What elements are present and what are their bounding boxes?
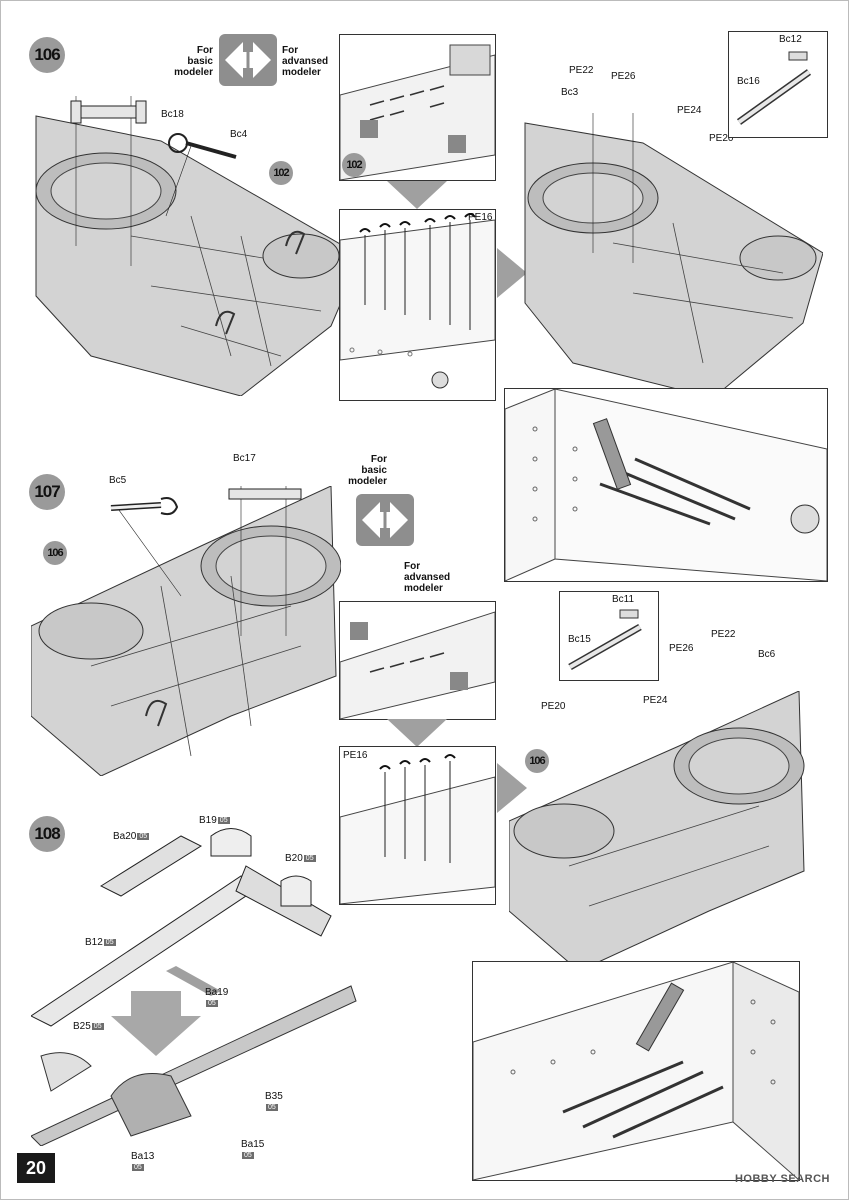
step-number-108: 108 — [29, 816, 65, 852]
label-pe22-107: PE22 — [711, 629, 736, 640]
label-pe22: PE22 — [569, 65, 594, 76]
gun-assembly-108 — [31, 828, 357, 1146]
right-arrow-icon — [497, 248, 527, 298]
interior-view-107 — [472, 961, 800, 1181]
down-arrow-icon — [387, 181, 447, 209]
hull-result-106 — [524, 113, 823, 399]
basic-modeler-label: For basic modeler — [174, 45, 213, 78]
label-bc17: Bc17 — [233, 453, 256, 464]
label-bc18: Bc18 — [161, 109, 184, 120]
down-arrow-icon-107 — [387, 719, 447, 747]
label-bc4: Bc4 — [230, 129, 248, 140]
ref-step-102b: 102 — [342, 153, 366, 177]
detail-box-107-b: PE16 — [339, 746, 496, 905]
detail-box-106-c: Bc12 Bc16 — [728, 31, 828, 138]
watermark: HOBBY SEARCH — [734, 1173, 830, 1185]
label-bc12: Bc12 — [779, 34, 802, 45]
hull-drawing-106 — [35, 96, 361, 396]
label-pe16-107: PE16 — [343, 750, 368, 761]
hull-result-107 — [509, 691, 805, 971]
part-bc18-drawing — [70, 100, 147, 124]
ref-step-106: 106 — [43, 541, 67, 565]
label-bc11: Bc11 — [612, 594, 635, 605]
step-number-107: 107 — [29, 474, 65, 510]
interior-view-106 — [504, 388, 828, 582]
page-number: 20 — [17, 1153, 55, 1183]
double-arrow-icon — [225, 40, 271, 80]
label-bc3: Bc3 — [561, 87, 579, 98]
part-bc17-drawing — [228, 488, 302, 500]
label-pe24-107: PE24 — [643, 695, 668, 706]
label-pe20: PE20 — [709, 133, 734, 144]
hull-drawing-107 — [31, 486, 341, 776]
label-pe20-107: PE20 — [541, 701, 566, 712]
label-pe26-107: PE26 — [669, 643, 694, 654]
ref-step-102: 102 — [269, 161, 293, 185]
label-bc15: Bc15 — [568, 634, 591, 645]
advanced-modeler-label: For advansed modeler — [282, 45, 329, 78]
label-bc5: Bc5 — [109, 475, 127, 486]
modeler-choice-icon-107 — [356, 494, 414, 546]
modeler-choice-icon — [219, 34, 277, 86]
label-bc16: Bc16 — [737, 76, 760, 87]
step-number-106: 106 — [29, 37, 65, 73]
detail-box-107-a — [339, 601, 496, 720]
detail-box-107-c: Bc11 Bc15 — [559, 591, 659, 681]
label-pe24: PE24 — [677, 105, 702, 116]
label-bc6: Bc6 — [758, 649, 776, 660]
detail-box-106-a: 102 — [339, 34, 496, 181]
double-arrow-icon — [362, 500, 408, 540]
part-bc4-drawing — [168, 133, 237, 159]
label-pe16: PE16 — [468, 212, 493, 223]
basic-modeler-label-107: For basic modeler — [348, 454, 387, 487]
right-arrow-icon-107 — [497, 763, 527, 813]
detail-box-106-b: PE16 — [339, 209, 496, 401]
label-pe26: PE26 — [611, 71, 636, 82]
advanced-modeler-label-107: For advansed modeler — [404, 561, 451, 594]
part-bc5-drawing — [110, 497, 179, 516]
ref-step-106b: 106 — [525, 749, 549, 773]
